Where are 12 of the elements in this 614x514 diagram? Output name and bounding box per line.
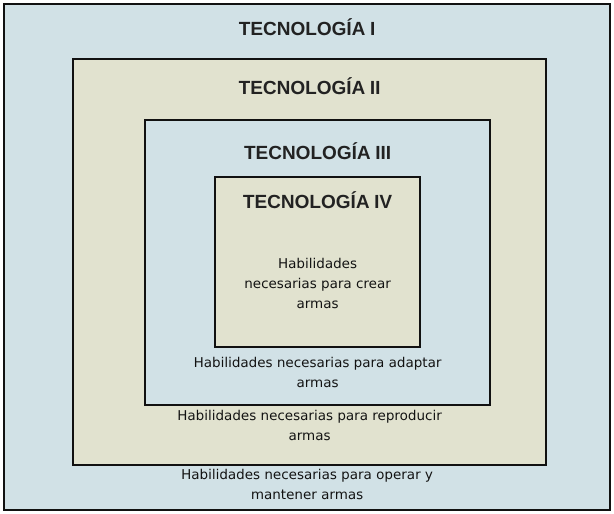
description-text: Habilidades necesarias para operar y mantener armas — [180, 466, 434, 505]
description-text: Habilidades necesarias para crear armas — [243, 255, 392, 314]
box-title: TECNOLOGÍA II — [238, 78, 380, 99]
nested-box — [214, 176, 421, 348]
description-text: Habilidades necesarias para reproducir armas — [176, 407, 443, 446]
box-title: TECNOLOGÍA IV — [242, 192, 392, 213]
description-text: Habilidades necesarias para adaptar armas — [192, 354, 442, 393]
nested-box — [144, 119, 491, 406]
box-title: TECNOLOGÍA I — [238, 19, 376, 40]
nested-box — [72, 58, 547, 466]
box-title: TECNOLOGÍA III — [244, 143, 392, 164]
nested-box — [3, 3, 611, 511]
